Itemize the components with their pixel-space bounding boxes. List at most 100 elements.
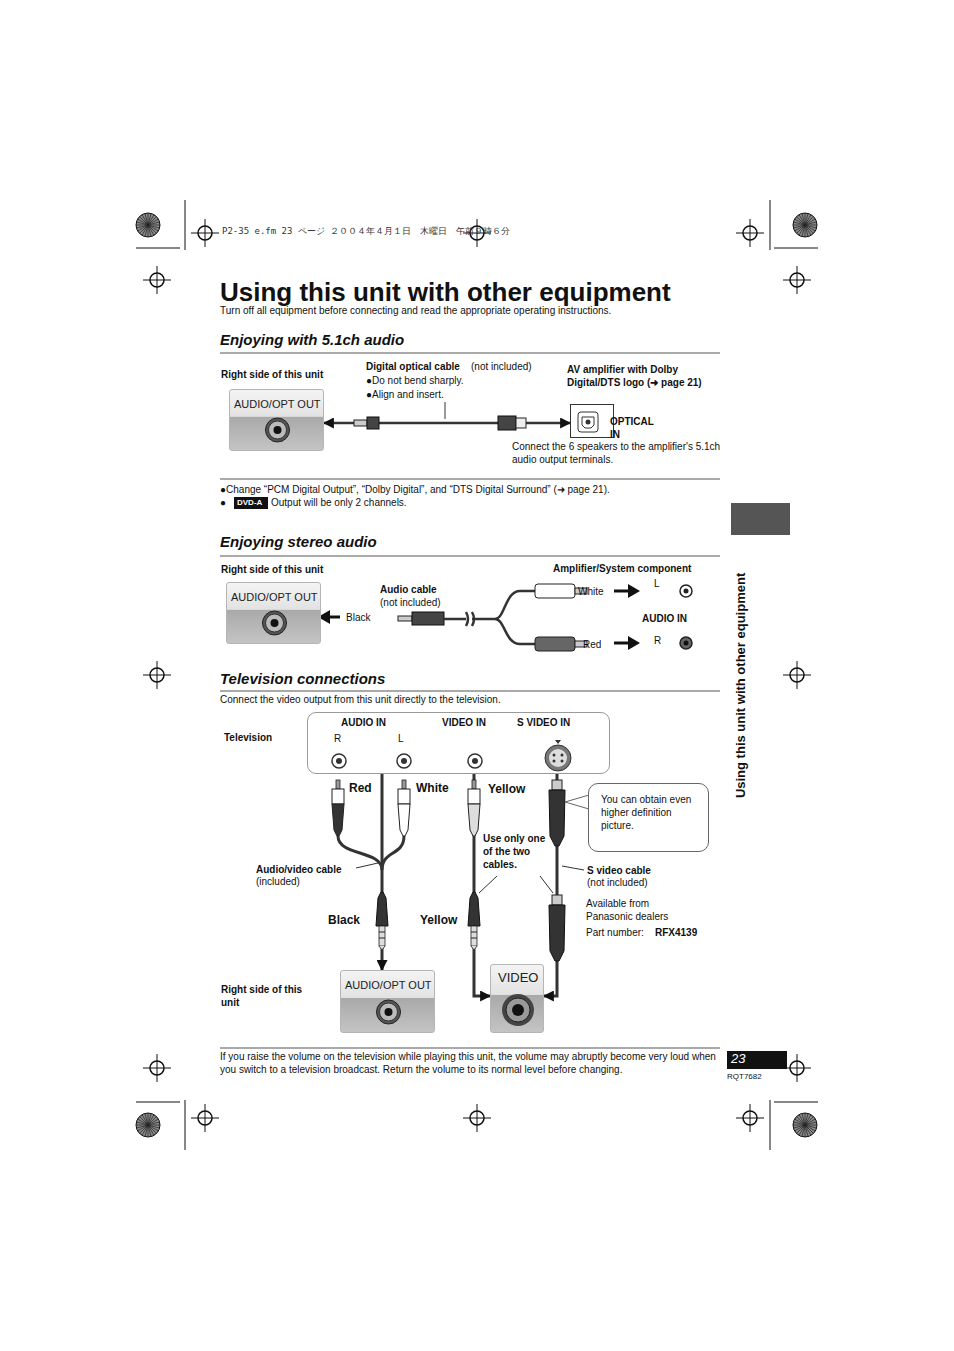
unit-side-label: Right side of this unit <box>221 563 323 576</box>
instruction: ●Do not bend sharply. <box>366 374 464 387</box>
drawing-part <box>512 1004 524 1016</box>
drawing-part <box>802 213 805 225</box>
part-number-label: Part number: <box>586 926 644 939</box>
drawing-part <box>799 1115 805 1125</box>
drawing-part <box>136 213 160 237</box>
drawing-part <box>535 584 575 598</box>
optical-cable-plugs <box>354 402 526 430</box>
drawing-part <box>136 248 180 249</box>
drawing-part <box>561 754 564 757</box>
drawing-part <box>271 619 279 627</box>
cable-note: Use only one of the two cables. <box>483 832 551 871</box>
drawing-part <box>793 213 817 237</box>
drawing-part <box>468 892 480 950</box>
document-code: RQT7682 <box>727 1072 762 1082</box>
drawing-part <box>680 637 692 649</box>
plug-color: White <box>416 781 449 797</box>
drawing-part <box>148 1119 158 1125</box>
drawing-part <box>774 248 818 249</box>
optical-input: OPTICAL IN <box>570 404 614 438</box>
note: Connect the 6 speakers to the amplifier'… <box>512 440 722 466</box>
note: ●Change “PCM Digital Output”, “Dolby Dig… <box>220 483 610 496</box>
drawing-part <box>468 754 482 768</box>
page-title: Using this unit with other equipment <box>220 278 671 307</box>
drawing-part <box>148 222 160 225</box>
jack-panel: AUDIO/OPT OUT <box>229 389 324 451</box>
cable-name: S video cable <box>587 864 651 877</box>
drawing-part <box>750 1104 751 1132</box>
drawing-part <box>684 641 689 646</box>
drawing-part <box>805 1122 817 1125</box>
drawing-part <box>805 225 811 235</box>
drawing-part <box>793 1125 805 1128</box>
node-text: R <box>334 732 341 745</box>
cable-name: Audio cable <box>380 583 437 596</box>
drawing-part <box>468 780 480 836</box>
plug-color: White <box>578 585 604 598</box>
drawing-part <box>805 219 815 225</box>
drawing-part <box>185 1100 186 1150</box>
drawing-part <box>136 225 148 228</box>
drawing-part <box>549 895 565 961</box>
drawing-part <box>376 892 388 950</box>
drawing-part <box>797 661 798 689</box>
drawing-part <box>367 417 379 429</box>
drawing-part <box>805 1125 811 1135</box>
drawing-part <box>444 591 535 644</box>
drawing-part <box>356 863 378 868</box>
drawing-part <box>516 418 526 428</box>
drawing-part <box>680 585 692 597</box>
drawing-part <box>263 611 287 635</box>
drawing-part <box>220 691 720 692</box>
drawing-part <box>157 1054 158 1082</box>
callout-bubble: You can obtain even higher definition pi… <box>588 783 709 852</box>
node-text: VIDEO <box>498 970 538 987</box>
side-tab <box>731 503 790 535</box>
device-name: Amplifier/System component <box>553 562 691 575</box>
drawing-part <box>356 863 584 893</box>
drawing-part <box>385 1008 393 1016</box>
drawing-part <box>220 479 720 480</box>
section-heading: Enjoying with 5.1ch audio <box>220 330 404 350</box>
drawing-part <box>148 219 158 225</box>
drawing-part <box>136 1125 148 1128</box>
drawing-part <box>582 417 594 428</box>
drawing-part <box>549 749 567 767</box>
video-jack-panel: VIDEO <box>490 964 544 1033</box>
plug-color: Black <box>328 913 360 929</box>
plug-color: Yellow <box>420 913 457 929</box>
drawing-part <box>142 1115 148 1125</box>
drawing-part <box>793 225 805 228</box>
drawing-part <box>479 876 497 893</box>
tv-cables <box>332 780 589 961</box>
bullet: ● <box>220 496 226 509</box>
drawing-part <box>795 225 805 231</box>
drawing-part <box>799 215 805 225</box>
unit-side-label: Right side of this unit <box>221 983 306 1009</box>
drawing-part <box>562 866 584 870</box>
node-text: S VIDEO IN <box>517 716 570 729</box>
drawing-part <box>553 754 556 757</box>
drawing-part <box>398 616 412 621</box>
cable-note: (not included) <box>587 876 648 889</box>
drawing-part <box>561 760 564 763</box>
jack-panel: AUDIO/OPT OUT <box>226 582 321 644</box>
section-rules <box>220 353 720 1048</box>
drawing-part <box>220 556 720 557</box>
drawing-part <box>205 1104 206 1132</box>
availability-note: Available from Panasonic dealers <box>586 897 686 923</box>
drawing-part <box>445 402 446 419</box>
drawing-part <box>148 1125 151 1137</box>
drawing-part <box>770 1100 771 1150</box>
cable-name: Audio/video cable <box>256 863 342 876</box>
drawing-part <box>269 421 287 439</box>
note: Output will be only 2 channels. <box>271 496 407 509</box>
unit-side-label: Right side of this unit <box>221 368 323 381</box>
part-number: RFX4139 <box>655 926 697 939</box>
intro-note: Turn off all equipment before connecting… <box>220 304 611 317</box>
plug-color: Red <box>349 781 372 797</box>
drawing-part <box>805 222 817 225</box>
drawing-part <box>354 420 367 426</box>
